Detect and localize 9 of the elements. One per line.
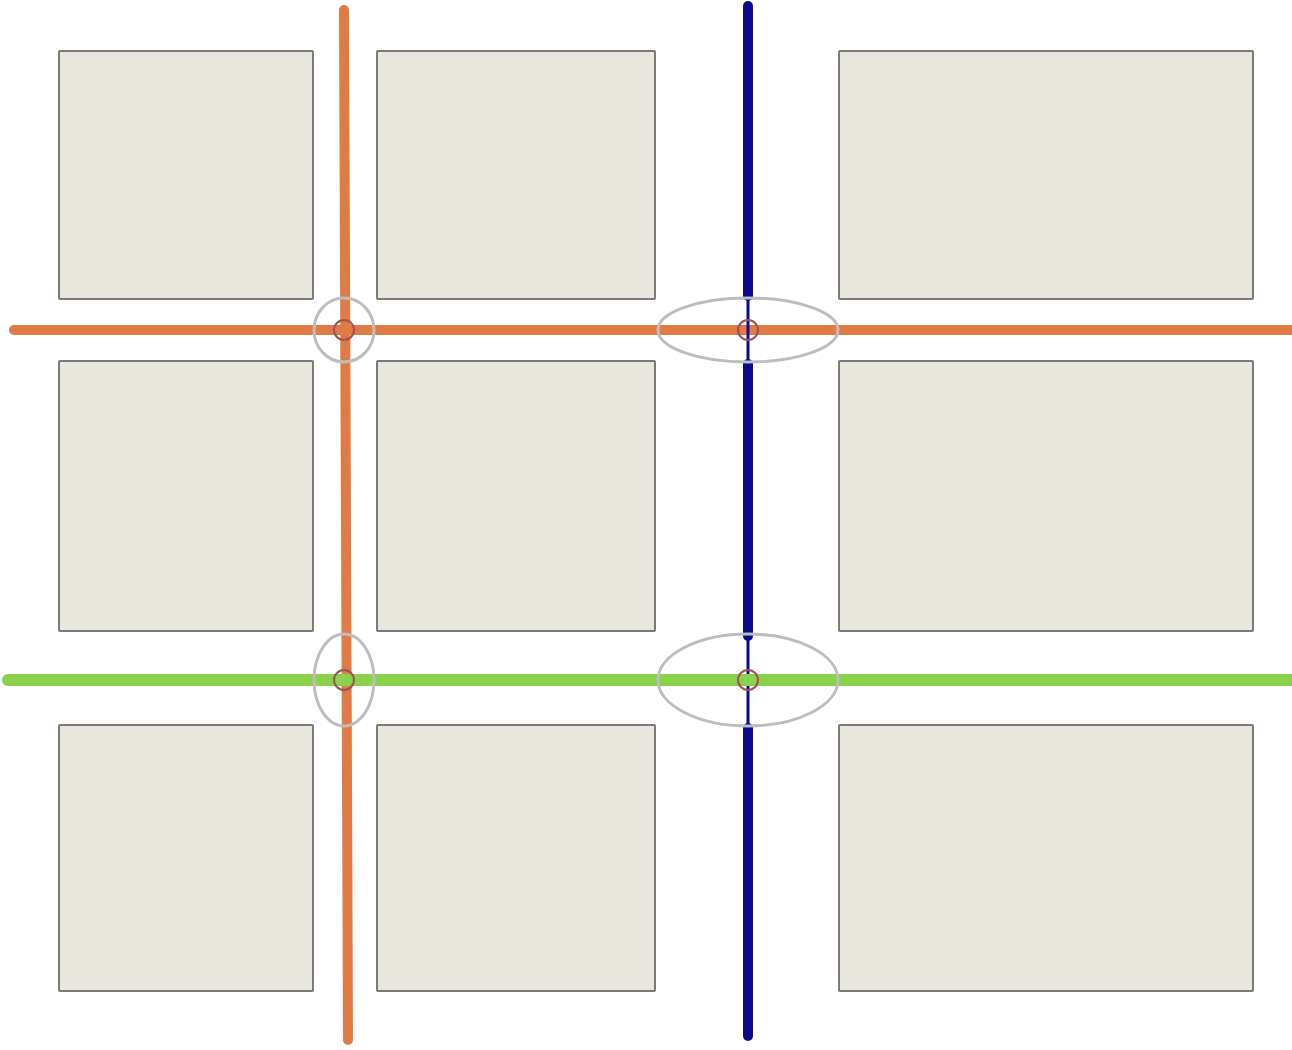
panel-box	[58, 724, 314, 992]
panel-box	[58, 50, 314, 300]
panel-box	[838, 50, 1254, 300]
panel-box	[376, 50, 656, 300]
panel-box	[58, 360, 314, 632]
panel-box	[838, 360, 1254, 632]
panel-box	[838, 724, 1254, 992]
panel-box	[376, 360, 656, 632]
panel-box	[376, 724, 656, 992]
